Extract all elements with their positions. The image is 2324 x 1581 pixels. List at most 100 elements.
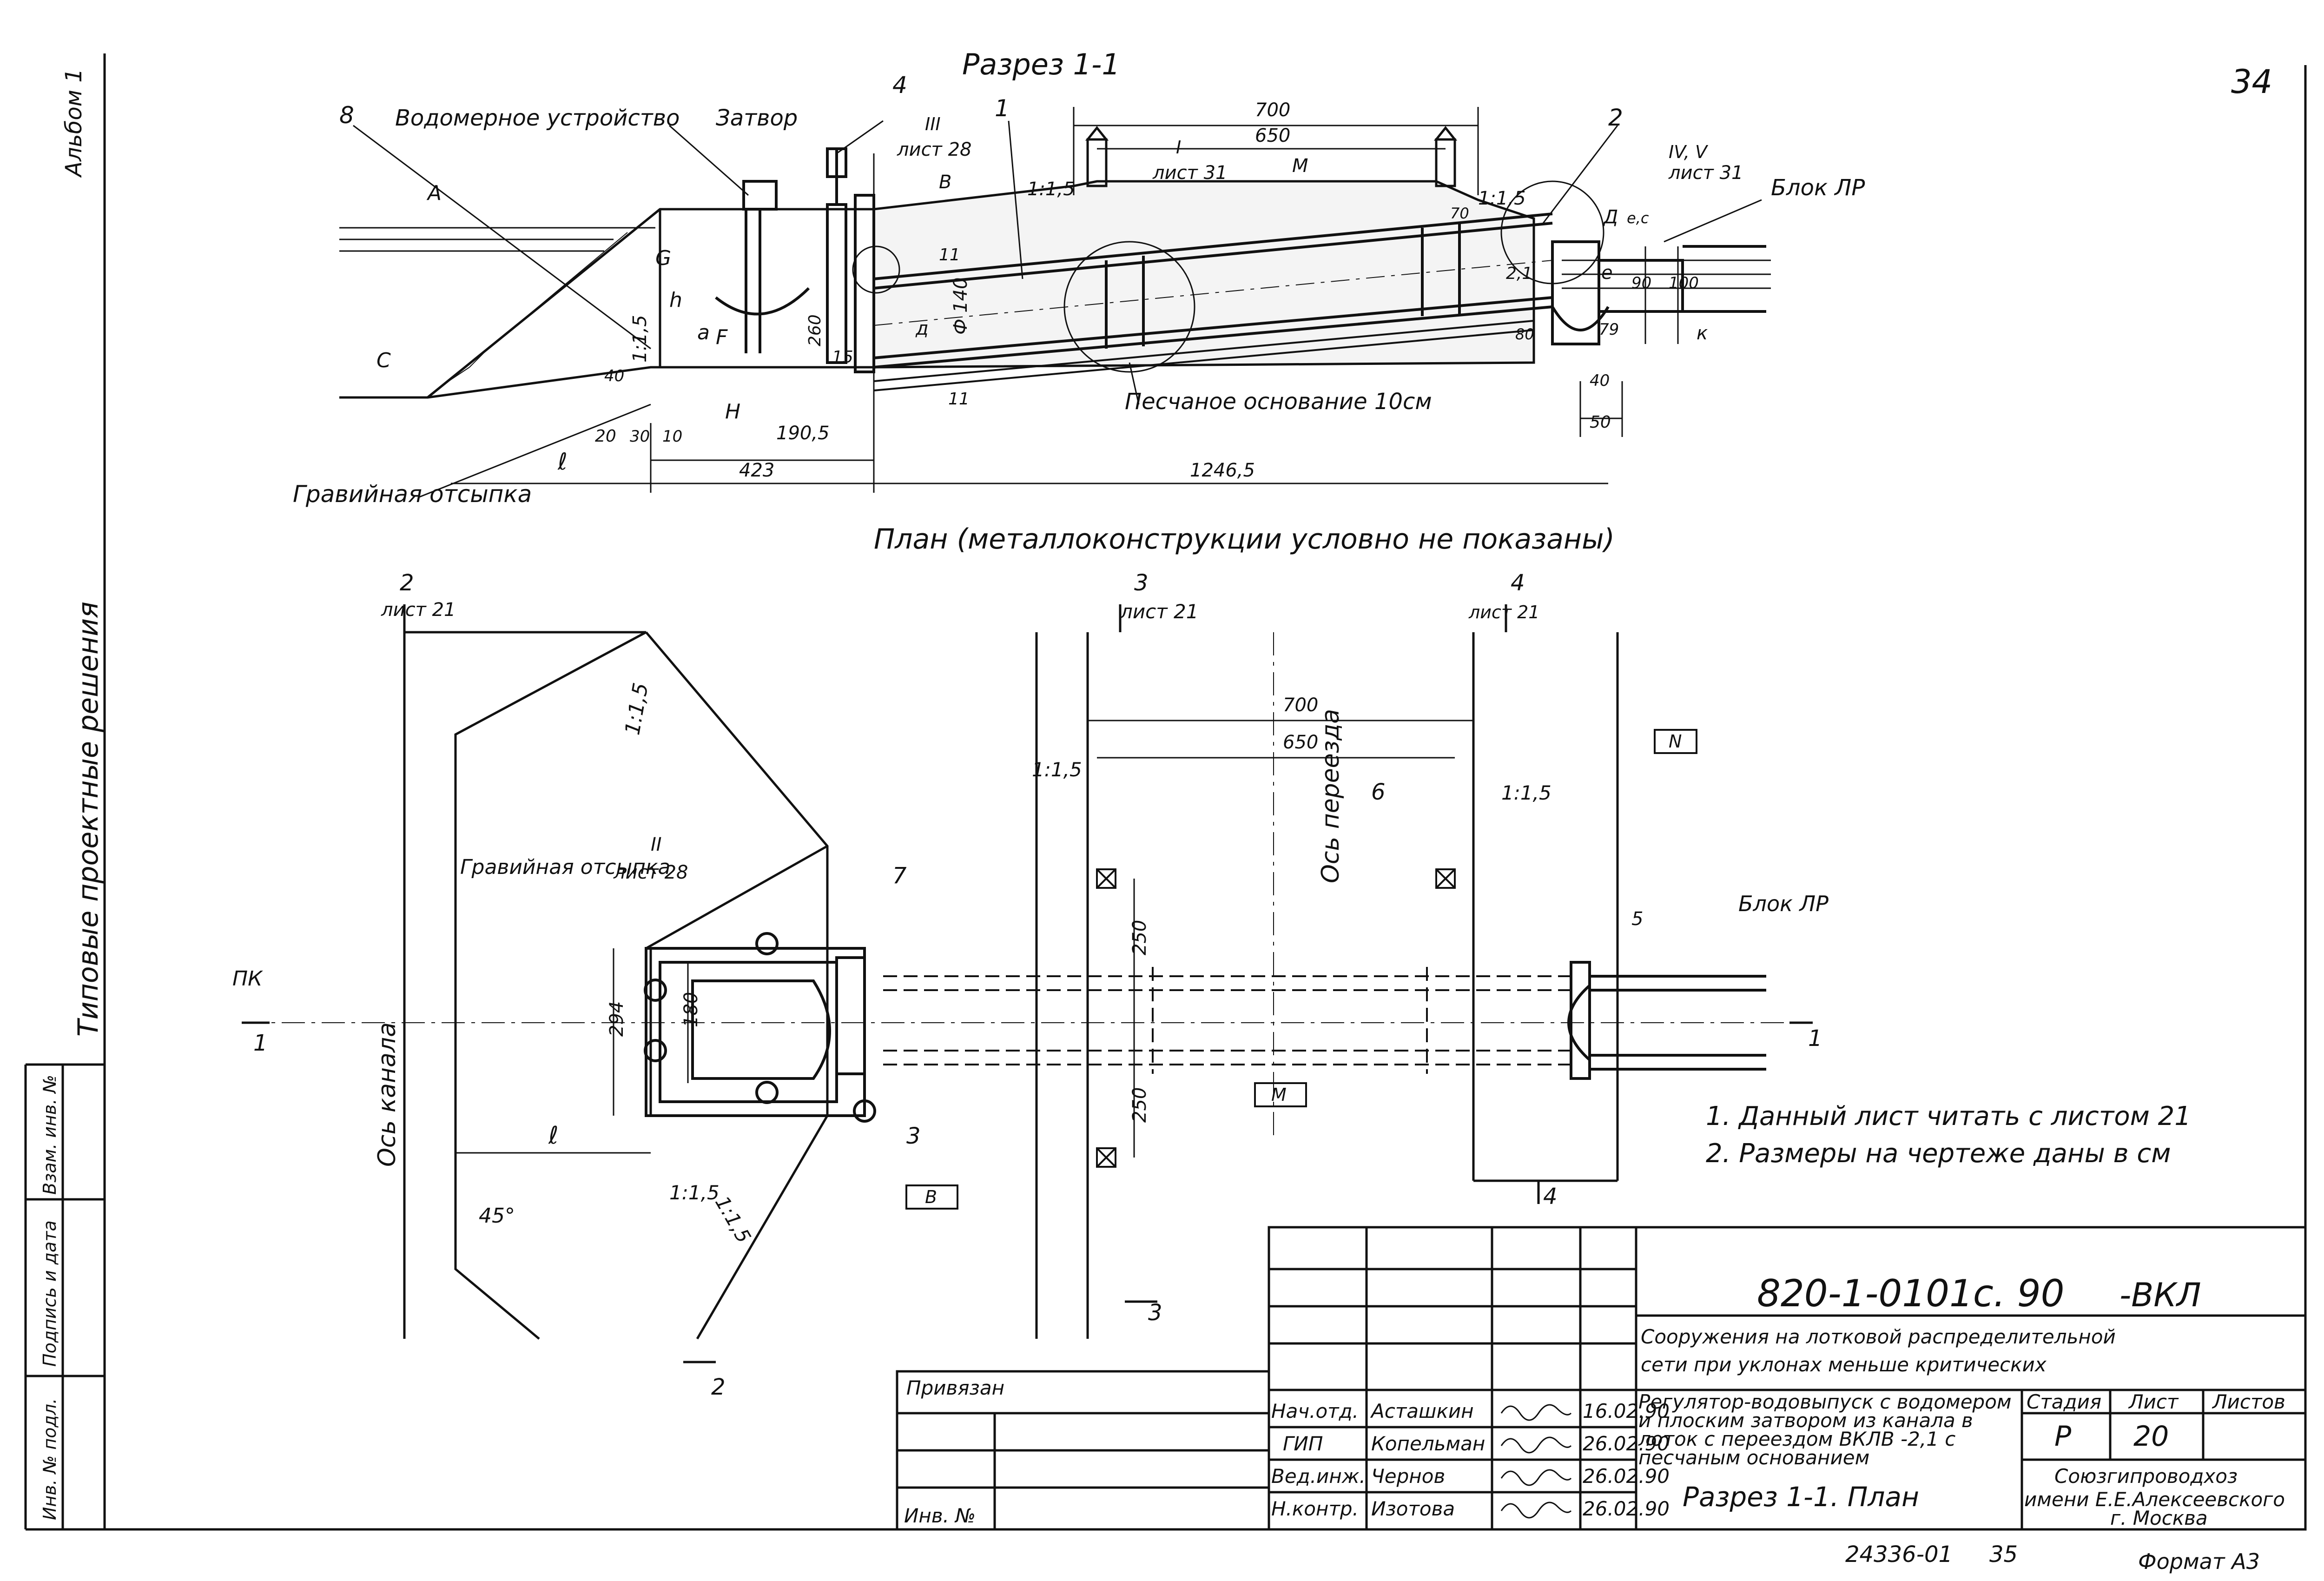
org-2: имени Е.Е.Алексеевского [2024,1488,2285,1511]
sheet-title-3: лоток с переездом ВКЛВ -2,1 с [1638,1428,1955,1450]
plan-slope-1: 1:1,5 [621,681,653,737]
role-1: Нач.отд. [1271,1400,1359,1422]
plan-headwork [644,932,876,1123]
pipe-axis [873,260,1553,326]
box-N [1654,729,1697,754]
bound-label: Привязан [906,1376,1004,1399]
diameter-label: Ф 140 [950,278,971,335]
stage-header: Стадия [2027,1390,2101,1413]
num-1: 1 [995,95,1010,122]
dim-plan-700: 700 [1283,695,1318,716]
gate-label: Затвор [716,105,798,131]
plan-slope-4: 1:1,5 [669,1181,720,1204]
object-title-1: Сооружения на лотковой распределительной [1641,1325,2116,1348]
a-label: a [697,321,710,344]
dim-30: 30 [630,427,650,446]
name-1: Асташкин [1370,1400,1474,1422]
cut-1-right: 1 [1808,1025,1822,1052]
footer-page: 35 [1989,1541,2018,1568]
sheet-28-ref: лист 28 [897,139,971,160]
outlet-block [1551,240,1766,345]
B-label: В [939,172,951,193]
sheet-28-plan-ref: лист 28 [613,862,688,883]
inv-label: Инв. № [904,1504,976,1527]
section-title: Разрез 1-1 [962,47,1120,81]
sheet-21a-ref: лист 21 [381,599,456,621]
sheets-header: Листов [2212,1390,2285,1413]
title-block-grid [896,1226,2307,1531]
plan-l-label: ℓ [548,1122,558,1150]
object-title-2: сети при уклонах меньше критических [1641,1353,2047,1376]
plan-canal [403,631,829,1340]
date-1: 16.02.90 [1583,1400,1670,1422]
dim-plan-250a: 250 [1129,920,1150,955]
dim-90: 90 [1631,274,1651,292]
plan-title: План (металлоконструкции условно не пока… [874,523,1615,556]
sheet-31b-ref: лист 31 [1668,162,1743,184]
dim-79: 79 [1599,320,1619,339]
M-label: М [1292,155,1308,177]
k-label: к [1697,323,1708,344]
plan-block-label: Блок ЛР [1738,891,1829,916]
sheet-title-2: и плоским затвором из канала в [1638,1409,1973,1432]
detail-circles [852,180,1604,373]
dim-700: 700 [1255,99,1290,121]
box-B-label: В [925,1187,937,1207]
cut-3-bottom: 3 [1148,1300,1162,1326]
org-1: Союзгипроводхоз [2054,1465,2238,1488]
series-stamp: Типовые проектные решения [72,602,105,1037]
dim-650: 650 [1255,125,1290,146]
drawing-code: 820-1-0101с. 90 [1757,1272,2065,1315]
section-view: Разрез 1-1 [293,47,1865,508]
cut-4-bottom: 4 [1543,1184,1558,1210]
section-dimensions [451,107,1679,493]
sand-base [873,320,1534,391]
sheet-value: 20 [2133,1420,2169,1453]
dim-80: 80 [1515,325,1534,343]
ch-label: 2,1 [1506,264,1532,283]
plan-slope-2: 1:1,5 [1032,758,1082,781]
sheet-31a-ref: лист 31 [1152,162,1227,184]
plan-callout-7: 7 [892,863,907,889]
name-4: Изотова [1371,1497,1455,1520]
d-label: д [915,318,929,339]
plan-callout-6: 6 [1371,779,1386,805]
num-4: 4 [892,72,907,99]
sand-base-label: Песчаное основание 10см [1125,389,1432,415]
plan-callout-2: 2 [400,570,414,596]
plan-callout-3: 3 [1134,570,1149,596]
plan-callout-4: 4 [1511,570,1525,596]
pk-label: ПК [232,967,263,991]
dim-plan-250b: 250 [1129,1087,1150,1123]
h-label: h [669,288,682,312]
date-4: 26.02.90 [1583,1497,1670,1520]
block-label: Блок ЛР [1771,175,1865,201]
mark-I: I [1176,137,1181,158]
section-leaders [353,120,1762,498]
dim-plan-294: 294 [606,1001,627,1037]
name-3: Чернов [1371,1465,1445,1488]
name-2: Копельман [1371,1432,1485,1455]
dim-plan-180: 180 [680,992,702,1027]
sheet-title-1: Регулятор-водовыпуск с водомером [1638,1390,2012,1413]
F-label: F [716,325,728,349]
dim-100: 100 [1669,274,1699,292]
paper-format: Формат А3 [2138,1549,2260,1574]
num-8: 8 [339,102,354,129]
plan-slope-5: 1:1,5 [711,1192,755,1247]
stage-value: Р [2054,1420,2072,1453]
mark-IV-V: IV, V [1669,142,1709,162]
bollards [1085,126,1458,187]
dim-15: 15 [832,348,853,367]
plan-gravel-fill-label: Гравийная отсыпка [460,855,671,879]
gravel-fill-label: Гравийная отсыпка [293,481,532,508]
l-label: ℓ [557,448,568,475]
album-stamp: Альбом 1 [61,68,87,178]
title-block: 820-1-0101с. 90 -ВКЛ Сооружения на лотко… [896,1226,2307,1531]
plan-bollards [1096,868,1456,1168]
slope-a: 1:1,5 [1027,179,1075,200]
box-B [905,1184,958,1210]
stamp-field-inv-podl: Инв. № подл. [40,1398,60,1520]
dim-260: 260 [805,314,825,346]
plan-callout-3b: 3 [906,1123,921,1149]
